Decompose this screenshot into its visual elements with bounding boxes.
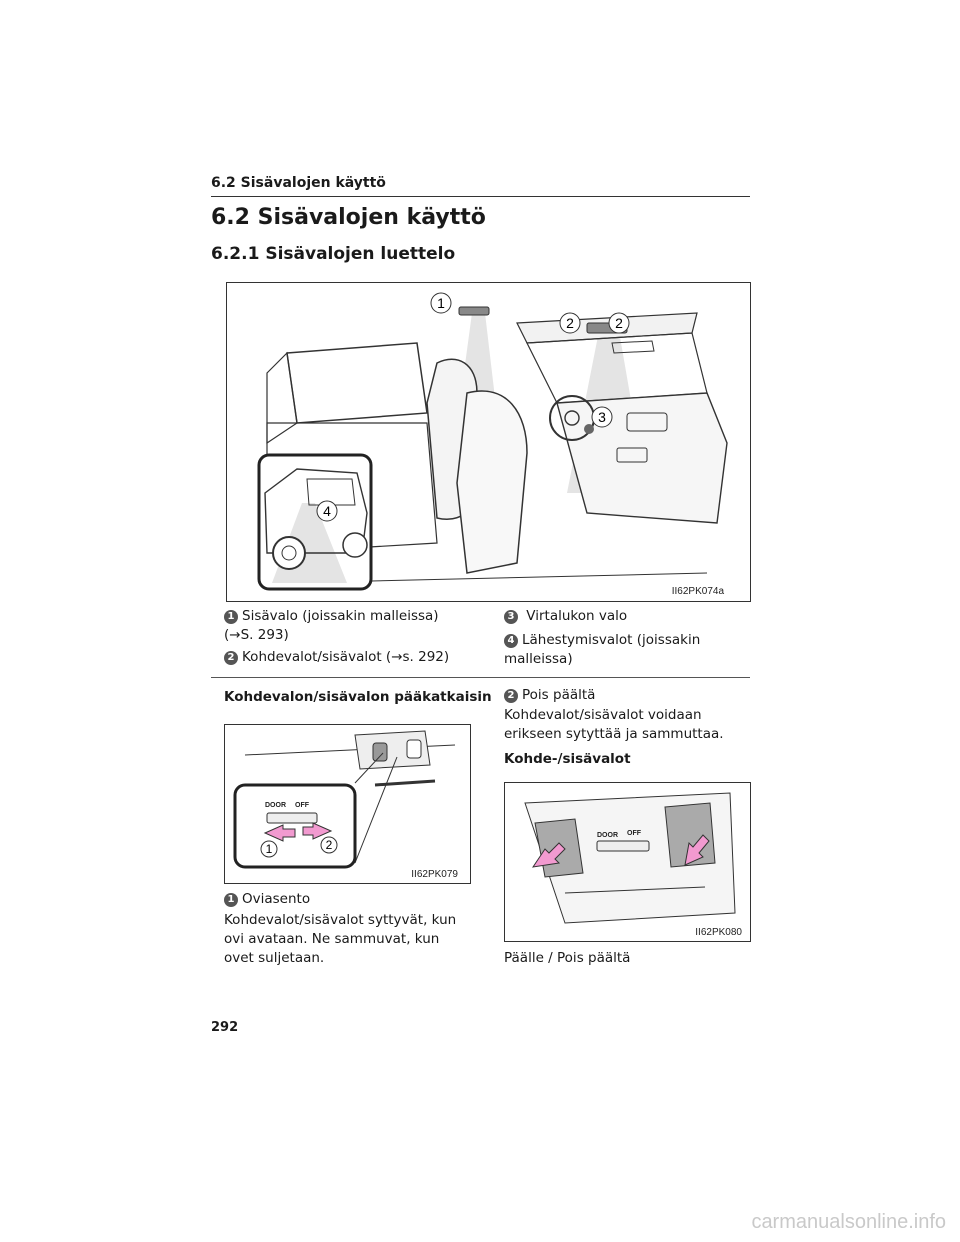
legend-item-2: 2 Kohdevalot/sisävalot (→s. 292)	[224, 648, 484, 667]
oviasento-label: 1 Oviasento	[224, 890, 310, 909]
legend-number: 4	[504, 634, 518, 648]
item-label: Oviasento	[242, 891, 311, 907]
svg-text:4: 4	[323, 503, 331, 519]
section-divider	[211, 677, 750, 678]
interior-illustration: 1 2 2 3 4	[257, 292, 728, 591]
callout-1: 1	[430, 292, 452, 314]
legend-text: Sisävalo (joissakin malleissa)	[242, 608, 439, 624]
figure-code: II62PK079	[411, 869, 458, 880]
running-header: 6.2 Sisävalojen käyttö	[211, 175, 750, 197]
callout-1: 1	[260, 840, 278, 858]
section-title: 6.2 Sisävalojen käyttö	[211, 205, 486, 230]
legend-text: Lähestymisvalot (joissakin malleissa)	[504, 632, 701, 667]
figure-code: II62PK080	[695, 927, 742, 938]
main-switch-figure: DOOR OFF 1 2 II62PK079	[224, 724, 471, 884]
svg-text:1: 1	[266, 842, 273, 856]
callout-2b: 2	[608, 312, 630, 334]
svg-text:2: 2	[326, 838, 333, 852]
figure-code: II62PK074a	[671, 586, 724, 597]
callout-4: 4	[316, 500, 338, 522]
legend-number: 2	[224, 651, 238, 665]
svg-text:3: 3	[598, 409, 606, 425]
page-number: 292	[211, 1020, 239, 1035]
door-label: DOOR	[265, 802, 286, 809]
subsection-title: 6.2.1 Sisävalojen luettelo	[211, 244, 456, 264]
item-number: 2	[504, 689, 518, 703]
callout-2: 2	[320, 836, 338, 854]
legend-text: Virtalukon valo	[522, 608, 628, 624]
svg-text:2: 2	[566, 315, 574, 331]
oviasento-description: Kohdevalot/sisävalot syttyvät, kun ovi a…	[224, 912, 457, 966]
svg-text:2: 2	[615, 315, 623, 331]
item-number: 1	[224, 893, 238, 907]
callout-3: 3	[591, 406, 613, 428]
legend-item-3: 3 Virtalukon valo	[504, 607, 754, 626]
interior-lights-figure: 1 2 2 3 4 II62PK074a	[226, 282, 751, 602]
off-label: OFF	[295, 802, 310, 809]
spot-lights-caption: Päälle / Pois päältä	[504, 950, 631, 966]
spot-lights-heading: Kohde-/sisävalot	[504, 751, 631, 767]
svg-text:1: 1	[437, 295, 445, 311]
off-label-item: 2 Pois päältä	[504, 686, 595, 705]
door-label: DOOR	[597, 832, 618, 839]
legend-number: 1	[224, 610, 238, 624]
off-label: OFF	[627, 830, 642, 837]
watermark: carmanualsonline.info	[751, 1211, 946, 1233]
item-label: Pois päältä	[522, 687, 596, 703]
legend-text: Kohdevalot/sisävalot (→s. 292)	[242, 649, 450, 665]
callout-2a: 2	[559, 312, 581, 334]
legend-ref: (→S. 293)	[224, 627, 289, 643]
main-switch-heading: Kohdevalon/sisävalon pääkatkaisin	[224, 689, 492, 705]
spot-lights-figure: DOOR OFF II62PK080	[504, 782, 751, 942]
off-description: Kohdevalot/sisävalot voidaan erikseen sy…	[504, 707, 724, 742]
legend-number: 3	[504, 610, 518, 624]
legend-item-1: 1 Sisävalo (joissakin malleissa) (→S. 293…	[224, 607, 484, 645]
